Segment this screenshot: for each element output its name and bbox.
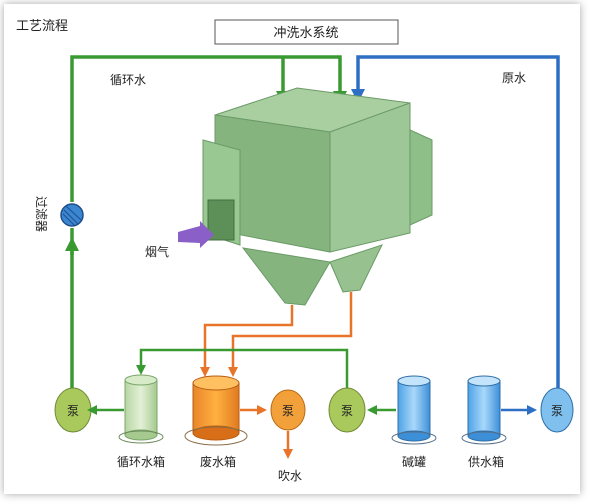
pump-blue-label: 泵 [551,404,563,418]
pump-orange-icon [270,389,306,431]
waste-line-2 [228,292,353,377]
supply-tank-label: 供水箱 [468,454,504,469]
alkali-tank [391,375,437,445]
recirc-tank-label: 循环水箱 [117,454,165,469]
filter-mesh [62,205,82,227]
recirc-water-label: 循环水 [110,73,146,87]
pump-orange-label: 泵 [282,404,294,418]
recycle-line [136,348,349,388]
scrubber-tower [202,87,433,306]
pump-blue-icon [540,387,574,433]
pump-mid-label: 泵 [341,404,353,418]
flue-gas-arrow [178,221,214,248]
pump-mid-icon [328,387,366,433]
waste-tank-label: 废水箱 [200,454,236,469]
raw-water-label: 原水 [502,71,526,85]
supply-tank [461,375,507,445]
recirc-tank [118,374,164,444]
raw-water-line [351,55,560,390]
pump-left-label: 泵 [67,404,79,418]
filter-label: 过滤器 [34,196,48,232]
diagram-title: 工艺流程 [16,19,68,34]
flush-system-label: 冲洗水系统 [273,26,338,41]
diagram-frame: 工艺流程 冲洗水系统 烟气 循环水 原水 过滤器 [4,4,580,494]
flue-gas-label: 烟气 [145,244,169,259]
alkali-tank-label: 碱罐 [402,455,426,469]
flush-system-box [214,19,399,45]
filter-icon [60,203,84,227]
blow-water-label: 吹水 [278,469,302,483]
waste-tank [184,375,248,446]
process-diagram: 工艺流程 冲洗水系统 烟气 循环水 原水 过滤器 [16,19,574,483]
waste-line-1 [200,305,294,377]
recirc-main-line [70,55,342,202]
